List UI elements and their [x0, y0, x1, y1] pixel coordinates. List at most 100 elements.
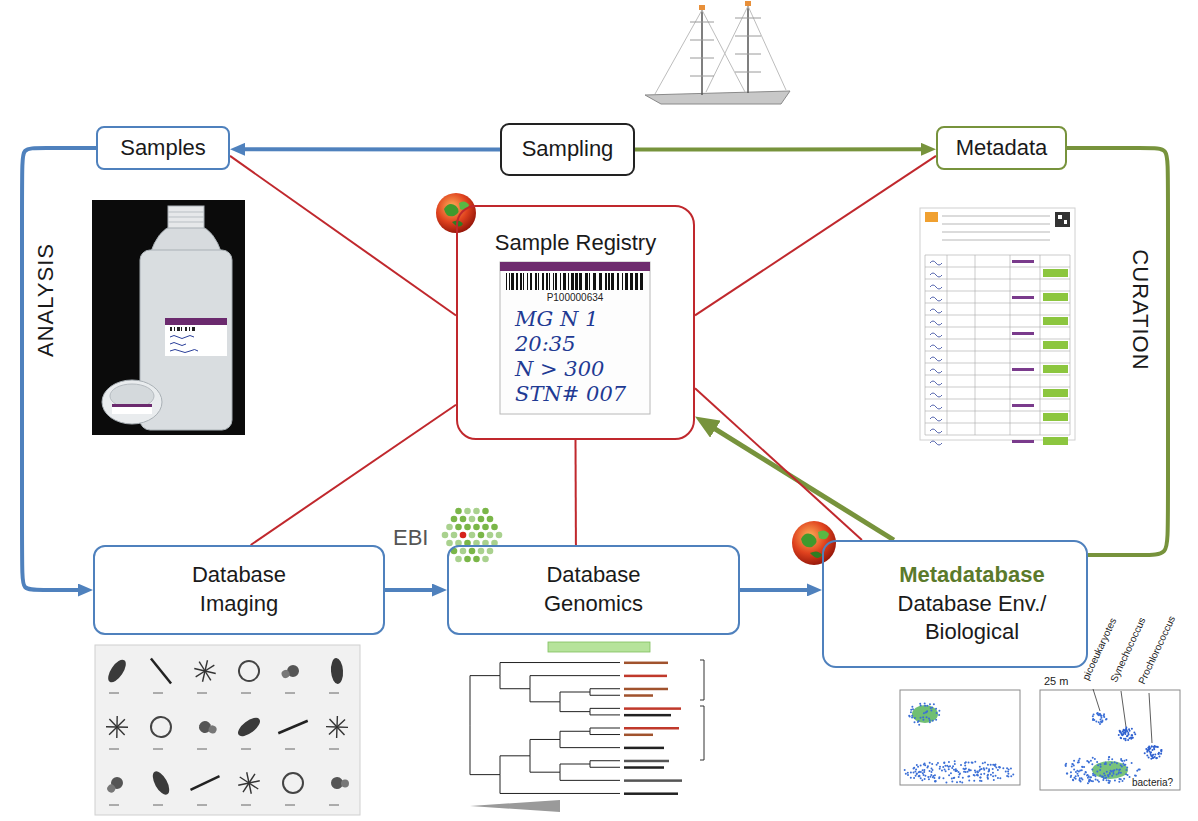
metadata-sheet-photo-part	[942, 240, 1050, 241]
flow-cytometry-plots-part	[1151, 745, 1153, 747]
box-title: Database Imaging	[174, 561, 304, 618]
flow-cytometry-plots-part	[1114, 761, 1116, 763]
registry-logo-icon-part	[810, 551, 822, 558]
ebi-logo-icon-part	[473, 508, 480, 515]
barcode-label-photo-part	[640, 273, 643, 290]
metadata-sheet-photo-part	[1043, 389, 1068, 397]
barcode-label-photo-part	[608, 273, 610, 290]
box-title: Sample Registry	[495, 229, 656, 258]
flow-cytometry-plots-part	[929, 703, 931, 705]
flow-cytometry-plots-part	[908, 715, 910, 717]
connector-arrow	[22, 148, 96, 590]
plankton-image-collage-part	[283, 773, 303, 793]
phylogenetic-tree-figure-part	[624, 675, 667, 678]
flow-cytometry-plots-part	[1125, 773, 1127, 775]
sample-bottle-photo-part	[92, 200, 245, 435]
barcode-label-photo-part	[585, 273, 588, 290]
plankton-image-collage-part-part	[190, 776, 219, 790]
flow-cytometry-plots-part	[929, 770, 931, 772]
flow-cytometry-plots-part	[1092, 757, 1094, 759]
flow-cytometry-plots-part	[1076, 773, 1078, 775]
flow-cytometry-plots-part	[1072, 779, 1074, 781]
flow-cytometry-plots-part	[1098, 714, 1100, 716]
flow-cytometry-plots-part	[1125, 727, 1127, 729]
connector-line	[1067, 148, 1168, 555]
flow-cytometry-plots-part	[983, 769, 985, 771]
flow-cytometry-plots-part	[1066, 773, 1068, 775]
plankton-image-collage-part	[280, 663, 301, 681]
phylogenetic-tree-figure-part	[590, 728, 620, 731]
metadata-sheet-photo-part	[930, 405, 942, 409]
flow-cytometry-plots-part	[948, 768, 950, 770]
flow-cytometry-plots-part	[924, 775, 926, 777]
flow-cytometry-plots-part	[1090, 760, 1092, 762]
flow-cytometry-plots-part	[950, 772, 952, 774]
flow-cytometry-plots-part	[1012, 774, 1014, 776]
flow-cytometry-plots-part	[1105, 762, 1107, 764]
flow-cytometry-plots-part	[971, 762, 973, 764]
flow-cytometry-plots-part	[1065, 765, 1067, 767]
plankton-image-collage-part-part	[106, 783, 117, 794]
ebi-logo-icon-part	[451, 548, 458, 555]
ebi-logo-icon-part	[473, 524, 480, 531]
flow-cytometry-plots-part	[982, 762, 984, 764]
flow-cytometry-plots-part	[912, 705, 938, 723]
flow-cytometry-plots-part	[1092, 719, 1094, 721]
flow-cytometry-plots-part	[943, 761, 945, 763]
flow-cytometry-plots-part	[1101, 721, 1103, 723]
flow-cytometry-plots-part	[923, 771, 925, 773]
flow-cytometry-plots-part	[1118, 769, 1120, 771]
flow-cytometry-plots-part	[1106, 718, 1108, 720]
flow-cytometry-plots-part	[1118, 771, 1120, 773]
ebi-logo-icon-part	[478, 516, 485, 523]
flow-cytometry-plots-part	[907, 772, 909, 774]
plankton-image-collage-part-part	[247, 772, 249, 783]
metadata-sheet-photo-part	[1040, 255, 1041, 435]
barcode-label-photo-part	[622, 273, 623, 290]
flow-cytometry-plots-part	[992, 772, 994, 774]
database-box: Database Genomics	[447, 545, 740, 635]
flow-cytometry-plots-part	[915, 775, 917, 777]
flow-cytometry-plots-part	[987, 764, 989, 766]
plankton-image-collage-part	[278, 721, 307, 734]
flow-cytometry-plots-part	[1118, 778, 1120, 780]
flow-cytometry-plots-part	[1079, 770, 1081, 772]
flow-cytometry-plots-part	[979, 780, 981, 782]
plankton-image-collage-part-part	[151, 659, 171, 684]
plankton-image-collage-part-part	[280, 669, 290, 679]
flow-cytometry-plots-part	[914, 770, 916, 772]
flow-cytometry-plots-part	[968, 762, 970, 764]
barcode-label-photo-part	[611, 273, 614, 290]
plankton-image-collage-part	[147, 713, 175, 741]
flow-cytometry-plots-part	[1108, 782, 1110, 784]
flow-cytometry-plots-part	[936, 764, 938, 766]
ebi-logo-icon-part	[487, 548, 494, 555]
flow-cytometry-plots-part	[1127, 739, 1129, 741]
flow-cytometry-plots-part	[942, 766, 944, 768]
connector-arrow	[715, 429, 894, 540]
metadata-sheet-photo	[920, 208, 1075, 445]
plankton-image-collage-part-part	[105, 657, 129, 685]
flow-cytometry-plots-part	[933, 777, 935, 779]
ebi-logo-icon-part	[460, 548, 467, 555]
flow-cytometry-plots-part	[1085, 771, 1087, 773]
flow-cytometry-plots-part	[953, 769, 955, 771]
flow-cytometry-plots-part	[955, 768, 957, 770]
sample-bottle-photo-part	[165, 318, 227, 325]
sailboat-illustration-part	[701, 8, 703, 95]
phylogenetic-tree-figure-part	[590, 692, 620, 695]
flow-cytometry-plots-part	[1070, 771, 1072, 773]
plankton-image-collage-part	[95, 645, 360, 815]
flow-cytometry-plots-part	[928, 778, 930, 780]
flow-cytometry-plots-part	[1114, 780, 1116, 782]
scale-label: 25 m	[1044, 675, 1068, 688]
metadata-sheet-photo-part	[930, 261, 942, 265]
flow-cytometry-plots-part	[951, 780, 953, 782]
flow-cytometry-plots-part	[1113, 773, 1115, 775]
flow-cytometry-plots-part	[990, 774, 992, 776]
metadata-sheet-photo-part	[1012, 260, 1034, 263]
flow-cytometry-plots-part	[943, 762, 945, 764]
sample-bottle-photo-part	[112, 404, 152, 414]
flow-cytometry-plots-part	[912, 708, 914, 710]
flow-cytometry-plots-part	[1121, 734, 1123, 736]
